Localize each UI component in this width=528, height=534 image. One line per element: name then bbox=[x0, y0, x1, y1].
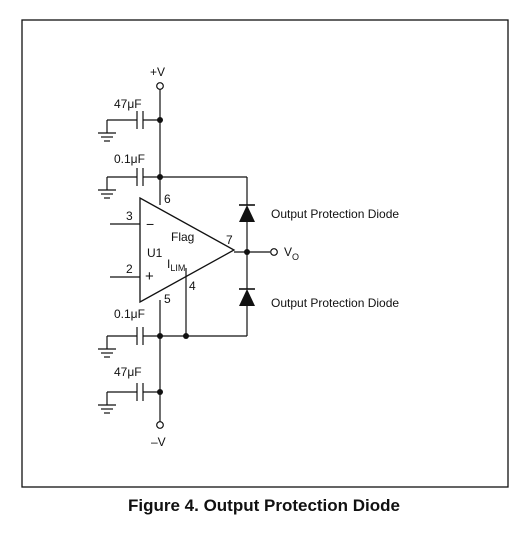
capacitor-47uf-top bbox=[106, 111, 160, 133]
pin-7-label: 7 bbox=[226, 233, 233, 247]
pin-6-label: 6 bbox=[164, 192, 171, 206]
protection-diode-bottom-icon bbox=[239, 288, 255, 306]
capacitor-47uf-bottom bbox=[106, 383, 160, 405]
cap-47uf-top-label: 47μF bbox=[114, 97, 142, 111]
pin-4-label: 4 bbox=[189, 279, 196, 293]
protection-diode-top-icon bbox=[239, 204, 255, 222]
ground-icon bbox=[98, 404, 116, 414]
cap-0-1uf-bottom-label: 0.1μF bbox=[114, 307, 145, 321]
output-terminal bbox=[270, 248, 278, 256]
non-inverting-input-sign: + bbox=[145, 268, 154, 285]
junction-dot bbox=[183, 333, 189, 339]
capacitor-0-1uf-top bbox=[106, 168, 160, 190]
protection-diode-top-label: Output Protection Diode bbox=[271, 207, 399, 221]
cap-47uf-bottom-label: 47μF bbox=[114, 365, 142, 379]
ground-icon bbox=[98, 348, 116, 358]
cap-0-1uf-top-label: 0.1μF bbox=[114, 152, 145, 166]
output-voltage-label: VO bbox=[284, 245, 299, 262]
figure-frame bbox=[21, 19, 509, 488]
inverting-input-sign: − bbox=[146, 216, 154, 232]
pin-3-label: 3 bbox=[126, 209, 133, 223]
pin-2-label: 2 bbox=[126, 262, 133, 276]
ground-icon bbox=[98, 189, 116, 199]
negative-supply-terminal bbox=[156, 421, 164, 429]
junction-dot bbox=[244, 249, 250, 255]
negative-supply-label: –V bbox=[151, 435, 166, 449]
amp-flag-label: Flag bbox=[171, 230, 194, 244]
op-amp-triangle bbox=[139, 196, 236, 304]
amp-name-label: U1 bbox=[147, 246, 163, 260]
positive-supply-terminal bbox=[156, 82, 164, 90]
protection-diode-bottom-label: Output Protection Diode bbox=[271, 296, 399, 310]
ground-icon bbox=[98, 132, 116, 142]
positive-supply-label: +V bbox=[150, 65, 165, 79]
capacitor-0-1uf-bottom bbox=[106, 327, 160, 349]
pin-5-label: 5 bbox=[164, 292, 171, 306]
figure-caption: Figure 4. Output Protection Diode bbox=[128, 496, 400, 515]
amp-ilim-label: ILIM bbox=[167, 257, 185, 273]
